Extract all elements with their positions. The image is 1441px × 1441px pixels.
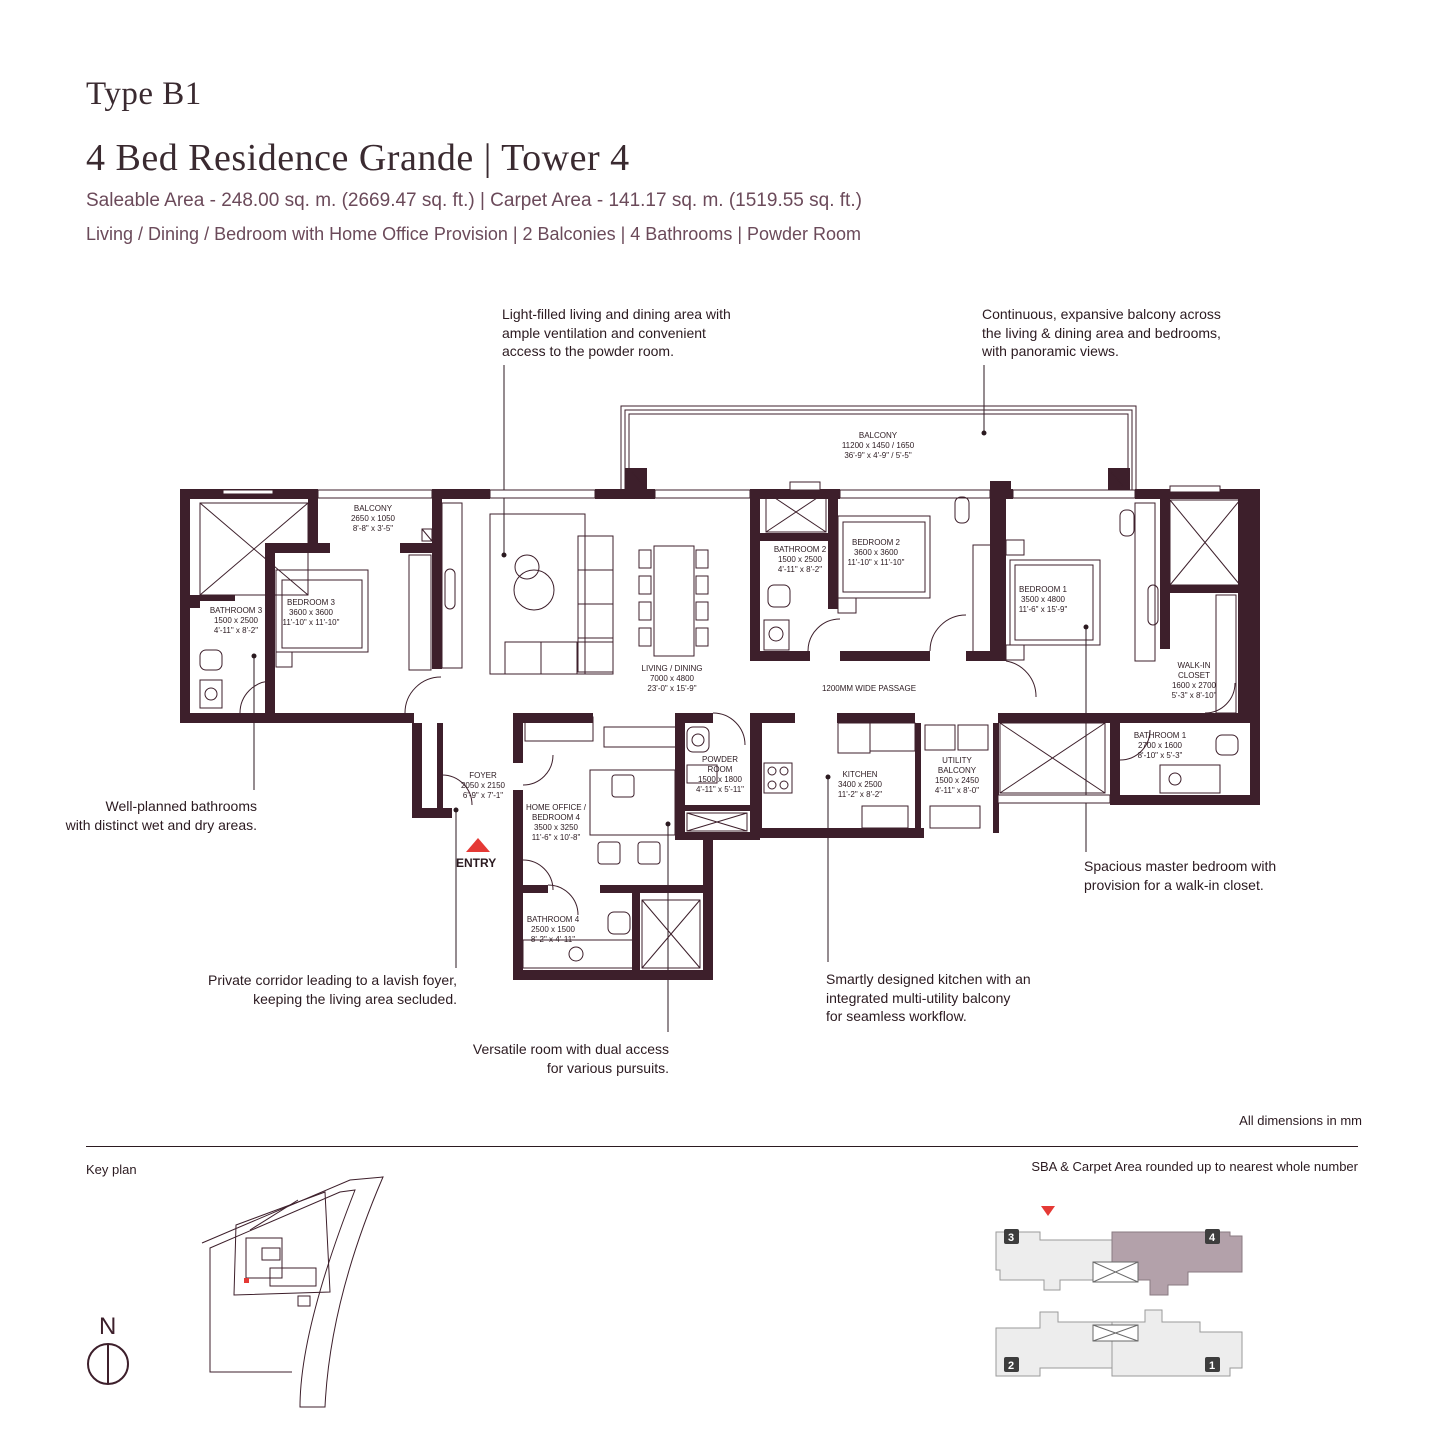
room-living-mm: 7000 x 4800 <box>650 674 695 683</box>
callout-corridor: Private corridor leading to a lavish foy… <box>207 972 457 1007</box>
room-bathroom4-mm: 2500 x 1500 <box>531 925 576 934</box>
north-label: N <box>99 1313 116 1340</box>
room-foyer-name: FOYER <box>469 771 497 780</box>
room-bathroom1-name: BATHROOM 1 <box>1134 731 1187 740</box>
room-office-mm: 3500 x 3250 <box>534 823 579 832</box>
callout-leader-lines <box>253 365 1087 1032</box>
room-living-ft: 23'-0" x 15'-9" <box>647 684 696 693</box>
room-kitchen-mm: 3400 x 2500 <box>838 780 883 789</box>
room-office-ft: 11'-6" x 10'-8" <box>532 833 581 842</box>
tower-key-plan: 1 2 3 4 <box>995 1206 1243 1377</box>
room-bedroom2-mm: 3600 x 3600 <box>854 548 899 557</box>
callout-bathrooms: Well-planned bathrooms with distinct wet… <box>65 798 257 833</box>
room-balcony-main-ft: 36'-9" x 4'-9" / 5'-5" <box>844 451 912 460</box>
passage-label: 1200MM WIDE PASSAGE <box>822 684 916 693</box>
entry-label: ENTRY <box>456 856 496 870</box>
shafts <box>199 471 1241 969</box>
room-walkin-name: WALK-IN <box>1177 661 1210 670</box>
room-foyer-ft: 6'-9" x 7'-1" <box>463 791 503 800</box>
room-bedroom2-name: BEDROOM 2 <box>852 538 901 547</box>
room-bedroom3-ft: 11'-10" x 11'-10" <box>283 618 340 627</box>
tower-number-1: 1 <box>1209 1360 1215 1372</box>
room-bathroom2-ft: 4'-11" x 8'-2" <box>778 565 822 574</box>
room-bathroom3-mm: 1500 x 2500 <box>214 616 259 625</box>
key-plan-site-map <box>201 1176 384 1408</box>
tower-key-unit-marker-icon <box>1041 1206 1055 1216</box>
tower-number-4: 4 <box>1209 1232 1216 1244</box>
north-arrow-icon <box>87 1343 129 1385</box>
room-powder-name: POWDER <box>702 755 738 764</box>
room-bathroom3-ft: 4'-11" x 8'-2" <box>214 626 258 635</box>
room-walkin-mm: 1600 x 2700 <box>1172 681 1217 690</box>
room-office-name2: BEDROOM 4 <box>532 813 581 822</box>
unit-type-label: Type B1 <box>86 76 202 112</box>
room-bedroom2-ft: 11'-10" x 11'-10" <box>848 558 905 567</box>
room-powder-mm: 1500 x 1800 <box>698 775 743 784</box>
rounding-note: SBA & Carpet Area rounded up to nearest … <box>1031 1159 1358 1174</box>
room-living-name: LIVING / DINING <box>642 664 703 673</box>
key-plan-label: Key plan <box>86 1162 137 1177</box>
key-plan-unit-marker <box>244 1278 249 1283</box>
room-powder-name2: ROOM <box>708 765 733 774</box>
callout-living: Light-filled living and dining area with… <box>502 306 731 359</box>
room-bedroom1-ft: 11'-6" x 15'-9" <box>1019 605 1068 614</box>
tower-number-3: 3 <box>1008 1232 1014 1244</box>
room-kitchen-ft: 11'-2" x 8'-2" <box>838 790 882 799</box>
callout-balcony: Continuous, expansive balcony across the… <box>982 306 1221 359</box>
room-walkin-ft: 5'-3" x 8'-10" <box>1172 691 1217 700</box>
area-summary: Saleable Area - 248.00 sq. m. (2669.47 s… <box>86 190 862 211</box>
room-balcony-main-mm: 11200 x 1450 / 1650 <box>842 441 915 450</box>
room-balcony-small-ft: 8'-8" x 3'-5" <box>353 524 393 533</box>
callout-dots <box>251 430 1089 827</box>
windows <box>222 481 1221 804</box>
room-bathroom1-mm: 2700 x 1600 <box>1138 741 1183 750</box>
room-utility-ft: 4'-11" x 8'-0" <box>935 786 979 795</box>
room-bedroom1-name: BEDROOM 1 <box>1019 585 1068 594</box>
dimensions-note: All dimensions in mm <box>1239 1113 1362 1128</box>
furniture <box>199 496 1239 969</box>
room-bathroom4-ft: 8'-2" x 4'-11" <box>531 935 575 944</box>
page-title: 4 Bed Residence Grande | Tower 4 <box>86 137 630 179</box>
room-bathroom2-mm: 1500 x 2500 <box>778 555 823 564</box>
balcony-railing <box>620 405 1137 490</box>
room-office-name: HOME OFFICE / <box>526 803 587 812</box>
room-bathroom4-name: BATHROOM 4 <box>527 915 580 924</box>
room-bathroom2-name: BATHROOM 2 <box>774 545 827 554</box>
room-kitchen-name: KITCHEN <box>842 770 877 779</box>
room-walkin-name2: CLOSET <box>1178 671 1210 680</box>
callout-home-office: Versatile room with dual access for vari… <box>472 1041 669 1076</box>
room-balcony-small-mm: 2650 x 1050 <box>351 514 396 523</box>
room-powder-ft: 4'-11" x 5'-11" <box>696 785 744 794</box>
walls <box>180 468 1260 980</box>
room-utility-name: UTILITY <box>942 756 972 765</box>
callout-kitchen: Smartly designed kitchen with an integra… <box>826 971 1031 1024</box>
features-summary: Living / Dining / Bedroom with Home Offi… <box>86 224 862 244</box>
entry-marker-icon <box>466 838 490 852</box>
room-bedroom3-mm: 3600 x 3600 <box>289 608 334 617</box>
room-balcony-main-name: BALCONY <box>859 431 898 440</box>
room-bathroom1-ft: 8'-10" x 5'-3" <box>1138 751 1183 760</box>
room-utility-name2: BALCONY <box>938 766 977 775</box>
room-balcony-small-name: BALCONY <box>354 504 393 513</box>
room-bedroom1-mm: 3500 x 4800 <box>1021 595 1066 604</box>
room-utility-mm: 1500 x 2450 <box>935 776 980 785</box>
room-bathroom3-name: BATHROOM 3 <box>210 606 263 615</box>
callout-master-bedroom: Spacious master bedroom with provision f… <box>1084 858 1277 893</box>
tower-number-2: 2 <box>1008 1360 1014 1372</box>
footer-divider <box>86 1146 1358 1147</box>
room-foyer-mm: 2050 x 2150 <box>461 781 506 790</box>
room-bedroom3-name: BEDROOM 3 <box>287 598 336 607</box>
doors <box>239 614 1236 916</box>
